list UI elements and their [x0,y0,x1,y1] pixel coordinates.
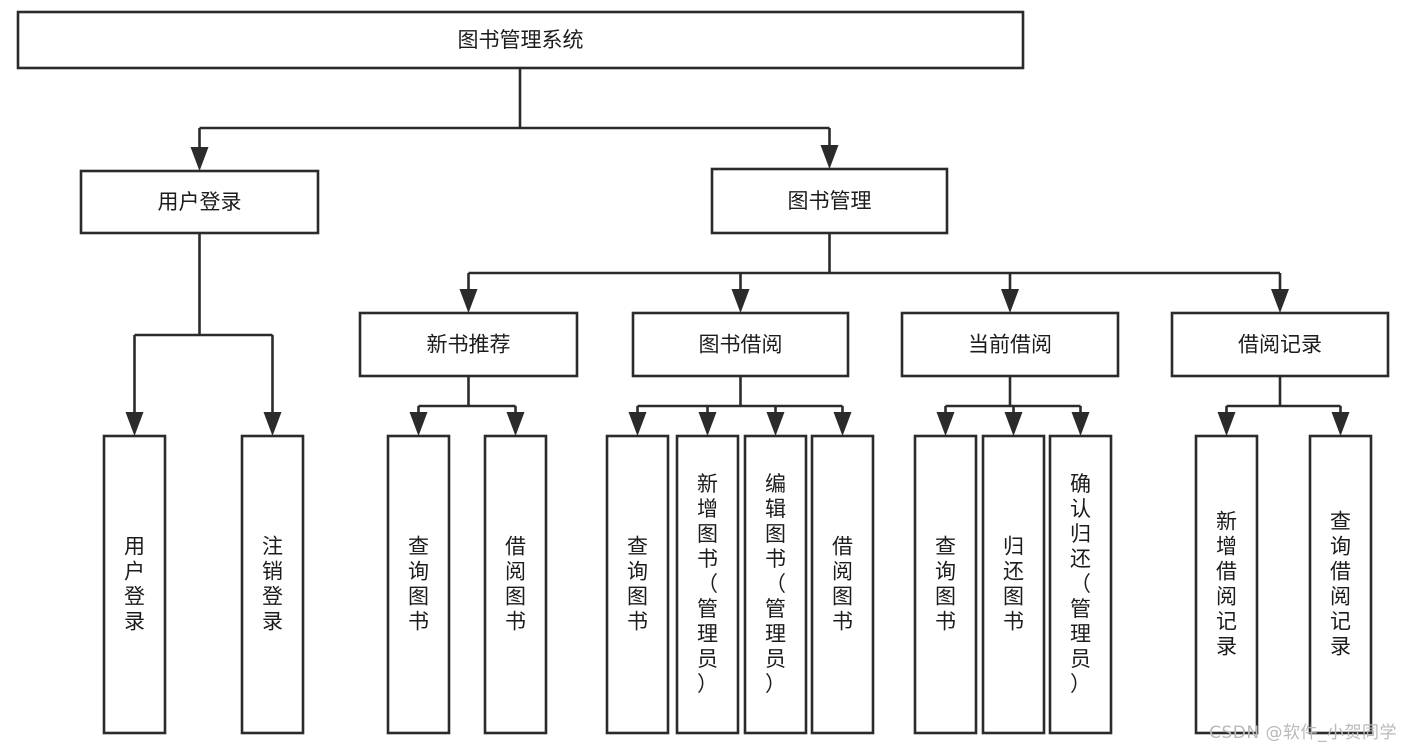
arrow-down-icon-level1-1 [820,145,839,169]
node-借阅记录-l2-3-box[interactable] [1170,311,1390,378]
node-图书管理-l1-1-label: 图书管理 [788,189,872,213]
node-查询图书-leaf-3-0-box[interactable] [913,434,978,735]
node-查询图书-leaf-2-0[interactable]: 查询图书 [605,434,670,735]
node-归还图书-leaf-3-1[interactable]: 归还图书 [981,434,1046,735]
arrow-down-icon-leaf-2-2 [766,412,785,436]
node-用户登录-leaf-0-0-label: 用户登录 [124,535,145,634]
node-图书借阅-l2-1-label: 图书借阅 [699,333,783,357]
node-用户登录-leaf-0-0[interactable]: 用户登录 [102,434,167,735]
node-注销登录-leaf-0-1-box[interactable] [240,434,305,735]
node-借阅图书-leaf-2-3[interactable]: 借阅图书 [810,434,875,735]
node-借阅图书-leaf-1-1[interactable]: 借阅图书 [483,434,548,735]
node-归还图书-leaf-3-1-box[interactable] [981,434,1046,735]
node-图书管理系统-root[interactable]: 图书管理系统 [16,10,1025,70]
node-新增图书管理员-leaf-2-1[interactable]: 新增图书（管理员） [675,434,740,735]
node-注销登录-leaf-0-1-label: 注销登录 [262,535,283,634]
node-确认归还管理员-leaf-3-2-label: 确认归还（管理员） [1070,472,1091,696]
node-借阅图书-leaf-2-3-label: 借阅图书 [832,535,853,634]
node-查询图书-leaf-1-0-label: 查询图书 [408,535,429,634]
node-查询图书-leaf-2-0-label: 查询图书 [627,535,648,634]
node-新书推荐-l2-0-box[interactable] [358,311,579,378]
arrow-down-icon-leaf-2-3 [833,412,852,436]
node-注销登录-leaf-0-1[interactable]: 注销登录 [240,434,305,735]
node-新书推荐-l2-0[interactable]: 新书推荐 [358,311,579,378]
arrow-down-icon-leaf-3-0 [936,412,955,436]
node-编辑图书管理员-leaf-2-2[interactable]: 编辑图书（管理员） [743,434,808,735]
arrow-down-icon-level2-2 [1001,289,1019,313]
arrow-down-icon-leaf-0-0 [125,412,144,436]
arrow-down-icon-leaf-0-1 [263,412,282,436]
node-编辑图书管理员-leaf-2-2-label: 编辑图书（管理员） [765,472,786,696]
node-归还图书-leaf-3-1-label: 归还图书 [1003,535,1024,634]
node-查询借阅记录-leaf-4-1-box[interactable] [1308,434,1373,735]
connector-lines [125,68,1350,436]
node-图书借阅-l2-1-box[interactable] [631,311,850,378]
node-新增图书管理员-leaf-2-1-box[interactable] [675,434,740,735]
node-借阅记录-l2-3-label: 借阅记录 [1238,333,1322,357]
node-查询图书-leaf-2-0-box[interactable] [605,434,670,735]
node-图书管理系统-root-box[interactable] [16,10,1025,70]
node-查询借阅记录-leaf-4-1[interactable]: 查询借阅记录 [1308,434,1373,735]
node-查询图书-leaf-3-0[interactable]: 查询图书 [913,434,978,735]
watermark-label: CSDN @软件_小贺同学 [1209,723,1397,743]
node-新书推荐-l2-0-label: 新书推荐 [427,333,511,357]
arrow-down-icon-leaf-3-2 [1071,412,1090,436]
arrow-down-icon-leaf-2-0 [628,412,647,436]
arrow-down-icon-level1-0 [190,147,209,171]
arrow-down-icon-leaf-1-1 [506,412,525,436]
arrow-down-icon-level2-3 [1271,289,1289,313]
arrow-down-icon-leaf-4-1 [1331,412,1350,436]
node-图书借阅-l2-1[interactable]: 图书借阅 [631,311,850,378]
node-图书管理-l1-1[interactable]: 图书管理 [710,167,949,235]
node-boxes: 图书管理系统用户登录图书管理新书推荐图书借阅当前借阅借阅记录用户登录注销登录查询… [16,10,1390,735]
node-用户登录-leaf-0-0-box[interactable] [102,434,167,735]
node-确认归还管理员-leaf-3-2[interactable]: 确认归还（管理员） [1048,434,1113,735]
node-查询图书-leaf-1-0-box[interactable] [386,434,451,735]
node-新增借阅记录-leaf-4-0-label: 新增借阅记录 [1216,510,1237,659]
arrow-down-icon-level2-0 [459,289,478,313]
arrow-down-icon-leaf-4-0 [1217,412,1236,436]
node-查询借阅记录-leaf-4-1-label: 查询借阅记录 [1330,510,1351,659]
node-当前借阅-l2-2-label: 当前借阅 [968,333,1052,357]
node-用户登录-l1-0-box[interactable] [79,169,320,235]
node-确认归还管理员-leaf-3-2-box[interactable] [1048,434,1113,735]
arrow-down-icon-leaf-2-1 [698,412,717,436]
node-用户登录-l1-0-label: 用户登录 [158,190,242,214]
node-新增图书管理员-leaf-2-1-label: 新增图书（管理员） [697,472,718,696]
node-图书管理系统-root-label: 图书管理系统 [458,28,584,52]
node-新增借阅记录-leaf-4-0[interactable]: 新增借阅记录 [1194,434,1259,735]
node-借阅图书-leaf-2-3-box[interactable] [810,434,875,735]
node-用户登录-l1-0[interactable]: 用户登录 [79,169,320,235]
node-当前借阅-l2-2[interactable]: 当前借阅 [900,311,1120,378]
node-查询图书-leaf-1-0[interactable]: 查询图书 [386,434,451,735]
node-查询图书-leaf-3-0-label: 查询图书 [935,535,956,634]
arrow-down-icon-leaf-3-1 [1004,412,1023,436]
arrow-down-icon-level2-1 [731,289,750,313]
node-编辑图书管理员-leaf-2-2-box[interactable] [743,434,808,735]
arrow-down-icon-leaf-1-0 [409,412,428,436]
node-新增借阅记录-leaf-4-0-box[interactable] [1194,434,1259,735]
node-借阅记录-l2-3[interactable]: 借阅记录 [1170,311,1390,378]
node-图书管理-l1-1-box[interactable] [710,167,949,235]
node-借阅图书-leaf-1-1-label: 借阅图书 [505,535,526,634]
node-当前借阅-l2-2-box[interactable] [900,311,1120,378]
node-借阅图书-leaf-1-1-box[interactable] [483,434,548,735]
